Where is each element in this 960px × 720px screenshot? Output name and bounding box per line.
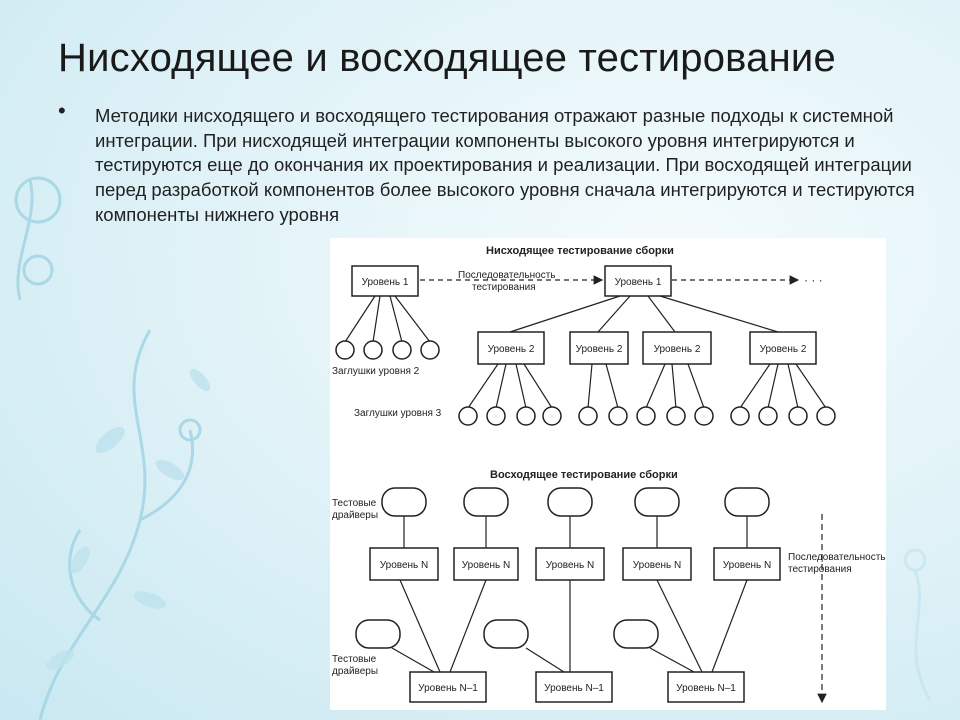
level3-stubs — [458, 406, 836, 426]
level2-box-2: Уровень 2 — [569, 331, 629, 365]
bottom-diagram-title: Восходящее тестирование сборки — [490, 469, 678, 481]
levelN-label-3: Уровень N — [546, 560, 595, 571]
drivers-label-bottom-2: драйверы — [332, 666, 378, 677]
level3-stub-links — [467, 363, 827, 409]
levelN-to-levelN1-links — [391, 579, 748, 673]
levelN-label-5: Уровень N — [723, 560, 772, 571]
bullet-marker: • — [58, 98, 66, 123]
levelN1-box-3: Уровень N–1 — [667, 671, 745, 703]
levelN-box-3: Уровень N — [535, 547, 605, 581]
drivers-label-bottom-1: Тестовые — [332, 654, 377, 665]
seq-right-label-1: Последовательность — [788, 552, 885, 563]
slide-title: Нисходящее и восходящее тестирование — [58, 36, 836, 80]
stubs-level3-label: Заглушки уровня 3 — [354, 408, 442, 419]
slide-paragraph: Методики нисходящего и восходящего тести… — [95, 105, 915, 225]
levelN1-label-1: Уровень N–1 — [418, 683, 478, 694]
level2-box-3: Уровень 2 — [642, 331, 712, 365]
levelN-box-1: Уровень N — [369, 547, 439, 581]
levelN-box-5: Уровень N — [713, 547, 781, 581]
right-level1-box: Уровень 1 — [604, 265, 672, 297]
seq-top-label-1: Последовательность — [458, 270, 555, 281]
levelN1-box-1: Уровень N–1 — [409, 671, 487, 703]
seq-right-label-2: тестирования — [788, 564, 852, 575]
levelN-box-2: Уровень N — [453, 547, 519, 581]
drivers-label-top-2: драйверы — [332, 510, 378, 521]
levelN-label-1: Уровень N — [380, 560, 429, 571]
left-level1-box: Уровень 1 — [351, 265, 419, 297]
stubs-level2-label: Заглушки уровня 2 — [332, 366, 420, 377]
driver-to-levelN-links — [403, 516, 748, 548]
levelN-label-2: Уровень N — [462, 560, 511, 571]
test-drivers-top — [381, 487, 770, 517]
test-drivers-bottom — [355, 619, 659, 649]
left-stub-links — [344, 295, 431, 343]
levelN-label-4: Уровень N — [633, 560, 682, 571]
seq-top-label-2: тестирования — [472, 282, 536, 293]
level2-stubs — [335, 340, 440, 360]
level2-box-1: Уровень 2 — [477, 331, 545, 365]
continuation-dots: · · · — [804, 273, 823, 287]
levelN1-box-2: Уровень N–1 — [535, 671, 613, 703]
integration-diagram: Нисходящее тестирование сборки Уровень 1… — [330, 238, 886, 710]
levelN1-label-2: Уровень N–1 — [544, 683, 604, 694]
right-level1-label: Уровень 1 — [615, 277, 662, 288]
levelN1-label-3: Уровень N–1 — [676, 683, 736, 694]
level2-label-4: Уровень 2 — [760, 344, 807, 355]
level2-label-3: Уровень 2 — [654, 344, 701, 355]
levelN-box-4: Уровень N — [622, 547, 692, 581]
left-level1-label: Уровень 1 — [362, 277, 409, 288]
level2-box-4: Уровень 2 — [749, 331, 817, 365]
top-diagram-title: Нисходящее тестирование сборки — [486, 245, 674, 257]
level2-label-1: Уровень 2 — [488, 344, 535, 355]
level1-to-level2-links — [509, 295, 779, 333]
level2-label-2: Уровень 2 — [576, 344, 623, 355]
drivers-label-top-1: Тестовые — [332, 498, 377, 509]
